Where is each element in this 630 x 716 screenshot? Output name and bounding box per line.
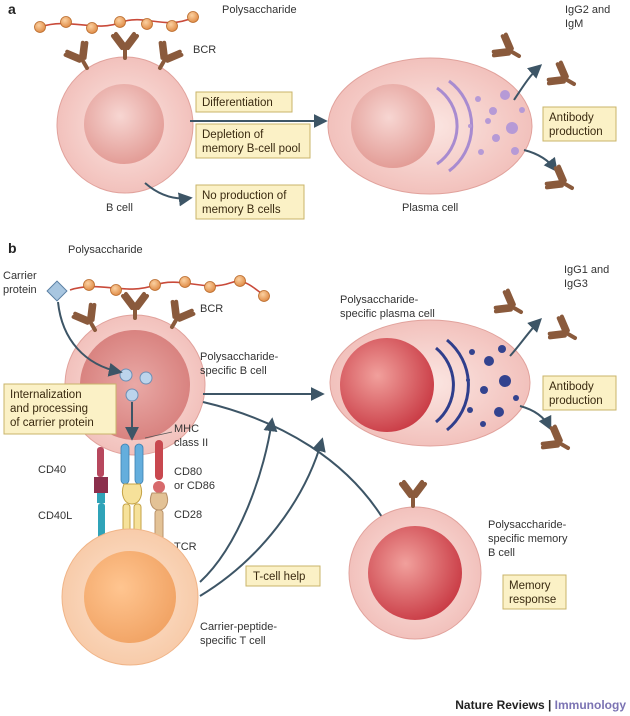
svg-text:Antibody: Antibody bbox=[549, 381, 594, 393]
arrow-carrier-uptake bbox=[57, 301, 123, 377]
igg1-igg3-label-line1: IgG1 and bbox=[564, 264, 609, 276]
memory-bcr bbox=[399, 480, 427, 508]
igg2-igm-label-line2: IgM bbox=[565, 18, 583, 30]
ps-specific-plasma-cell bbox=[329, 319, 531, 447]
carrier-label-line1: Carrier bbox=[3, 270, 37, 282]
b-cell-a bbox=[56, 56, 194, 194]
mhc-leader-line bbox=[144, 431, 173, 439]
svg-text:response: response bbox=[509, 594, 556, 606]
antibody-production-box-a: Antibody production bbox=[542, 106, 617, 142]
ps-b-cell-label-line1: Polysaccharide- bbox=[200, 351, 279, 363]
bcr-label-a: BCR bbox=[193, 44, 216, 56]
cd28-label: CD28 bbox=[174, 509, 202, 521]
no-production-box: No production of memory B cells bbox=[195, 184, 305, 220]
panel-b-label: b bbox=[8, 240, 17, 256]
carrier-label-line2: protein bbox=[3, 284, 37, 296]
polysaccharide-label-b: Polysaccharide bbox=[68, 244, 143, 256]
mhc-label-line2: class II bbox=[174, 437, 208, 449]
arrow-tcell-help-1 bbox=[199, 417, 278, 583]
memory-cell-label-line2: specific memory bbox=[488, 533, 568, 545]
sugar-beads bbox=[34, 11, 199, 34]
tcell-help-box: T-cell help bbox=[245, 565, 321, 587]
igg2-igm-label-line1: IgG2 and bbox=[565, 4, 610, 16]
t-cell-label-line2: specific T cell bbox=[200, 635, 266, 647]
cd40l-label: CD40L bbox=[38, 510, 72, 522]
ps-plasma-label-line2: specific plasma cell bbox=[340, 308, 435, 320]
cd80-cd86 bbox=[153, 440, 165, 493]
svg-text:Depletion of: Depletion of bbox=[202, 129, 264, 141]
depletion-box: Depletion of memory B-cell pool bbox=[195, 123, 311, 159]
panel-a-label: a bbox=[8, 1, 16, 17]
svg-text:No production of: No production of bbox=[202, 190, 287, 202]
carrier-peptide-t-cell bbox=[61, 528, 199, 666]
ps-specific-memory-b-cell bbox=[348, 506, 482, 640]
arrow-antibody-out-b1 bbox=[509, 318, 542, 357]
antibody-production-box-b: Antibody production bbox=[542, 375, 617, 411]
cd28 bbox=[149, 492, 169, 543]
internalization-box: Internalization and processing of carrie… bbox=[3, 383, 117, 435]
svg-text:memory B-cell pool: memory B-cell pool bbox=[202, 143, 300, 155]
ps-plasma-label-line1: Polysaccharide- bbox=[340, 294, 419, 306]
svg-text:production: production bbox=[549, 395, 603, 407]
arrow-no-production bbox=[144, 182, 193, 207]
cd80-label-line1: CD80 bbox=[174, 466, 202, 478]
bcr-label-b: BCR bbox=[200, 303, 223, 315]
svg-text:memory B cells: memory B cells bbox=[202, 204, 281, 216]
igg1-igg3-label-line2: IgG3 bbox=[564, 278, 588, 290]
cd40-label: CD40 bbox=[38, 464, 66, 476]
svg-text:Antibody: Antibody bbox=[549, 112, 594, 124]
ps-b-cell-label-line2: specific B cell bbox=[200, 365, 267, 377]
memory-cell-label-line3: B cell bbox=[488, 547, 515, 559]
arrow-to-memory bbox=[202, 401, 390, 530]
cd80-label-line2: or CD86 bbox=[174, 480, 215, 492]
arrow-antibody-out-a1 bbox=[513, 64, 543, 101]
carrier-protein-icon bbox=[46, 280, 68, 302]
b-cell-label: B cell bbox=[106, 202, 133, 214]
svg-text:of carrier protein: of carrier protein bbox=[10, 417, 94, 429]
svg-text:and processing: and processing bbox=[10, 403, 88, 415]
svg-text:production: production bbox=[549, 126, 603, 138]
svg-text:Internalization: Internalization bbox=[10, 389, 82, 401]
mhc-label-line1: MHC bbox=[174, 423, 199, 435]
cd40l-ligand bbox=[97, 493, 105, 541]
svg-text:T-cell help: T-cell help bbox=[253, 571, 305, 583]
plasma-cell-label: Plasma cell bbox=[402, 202, 458, 214]
arrow-antibody-out-a2 bbox=[523, 149, 558, 173]
arrow-tcell-help-2 bbox=[199, 437, 326, 597]
arrow-antibody-out-b2 bbox=[519, 405, 552, 431]
svg-text:Memory: Memory bbox=[509, 580, 551, 592]
plasma-cell-a bbox=[327, 57, 533, 195]
differentiation-box: Differentiation bbox=[195, 91, 293, 113]
memory-response-box: Memory response bbox=[502, 574, 567, 610]
cd40-receptor bbox=[94, 447, 108, 493]
journal-credit: Nature Reviews | Immunology bbox=[455, 698, 626, 712]
polysaccharide-label-a: Polysaccharide bbox=[222, 4, 297, 16]
mhc-class-ii bbox=[120, 443, 144, 485]
t-cell-label-line1: Carrier-peptide- bbox=[200, 621, 277, 633]
svg-text:Differentiation: Differentiation bbox=[202, 97, 273, 109]
sugar-beads-b bbox=[83, 275, 270, 302]
memory-cell-label-line1: Polysaccharide- bbox=[488, 519, 567, 531]
